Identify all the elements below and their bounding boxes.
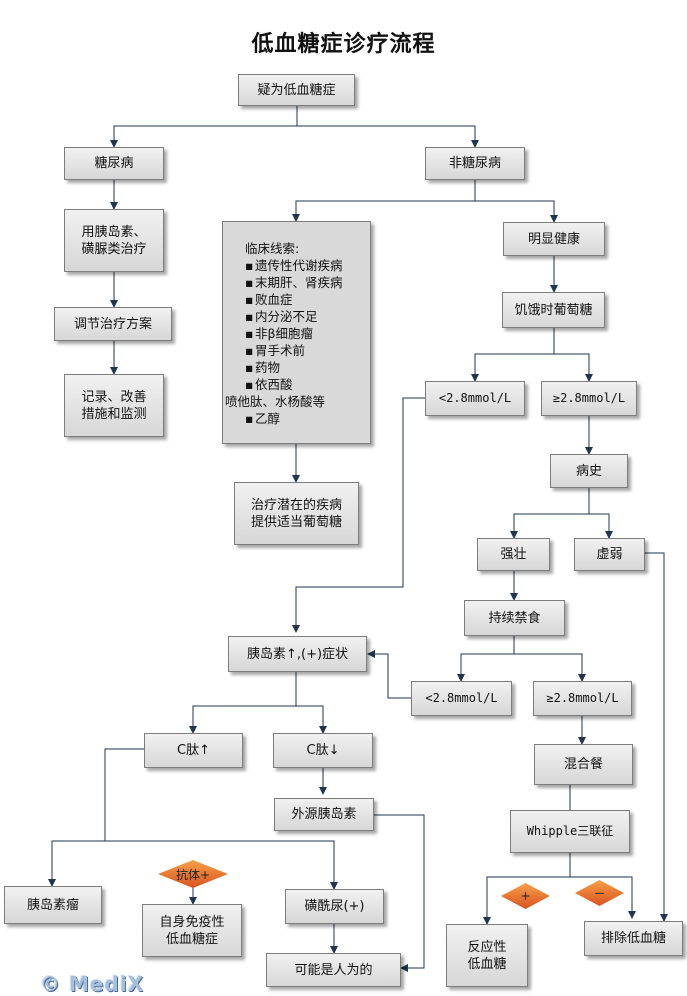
node-insulin-elevated-symptoms: 胰岛素↑,(+)症状 — [228, 636, 367, 672]
node-prolonged-fasting: 持续禁食 — [464, 600, 565, 636]
node-strong: 强壮 — [477, 538, 550, 571]
node-adjust-treatment: 调节治疗方案 — [54, 307, 172, 341]
node-fasting-below-2-8: <2.8mmol/L — [425, 381, 525, 416]
bullet-icon: ▪ — [245, 411, 254, 426]
node-fasting-glucose: 饥饿时葡萄糖 — [502, 292, 605, 328]
bullet-icon: ▪ — [245, 343, 254, 358]
list-item: ▪胃手术前 — [245, 343, 306, 358]
node-non-diabetic: 非糖尿病 — [425, 147, 525, 180]
node-insulin-sulfonylurea-treatment: 用胰岛素、 磺脲类治疗 — [64, 209, 164, 272]
bullet-icon: ▪ — [245, 326, 254, 341]
node-reactive-hypoglycemia: 反应性 低血糖 — [446, 924, 528, 987]
list-item-continuation: 喷他肽、水杨酸等 — [225, 394, 326, 409]
node-exogenous-insulin: 外源胰岛素 — [274, 798, 374, 831]
list-item: ▪败血症 — [245, 292, 293, 307]
node-c-peptide-down: C肽↓ — [273, 733, 373, 768]
node-suspected-hypoglycemia: 疑为低血糖症 — [238, 74, 355, 106]
medix-logo: © MediX — [40, 972, 145, 996]
list-item: ▪末期肝、肾疾病 — [245, 275, 343, 290]
bullet-icon: ▪ — [245, 309, 254, 324]
node-prolonged-below-2-8: <2.8mmol/L — [411, 681, 512, 716]
node-prolonged-above-2-8: ≥2.8mmol/L — [533, 681, 632, 716]
bullet-icon: ▪ — [245, 360, 254, 375]
bullet-icon: ▪ — [245, 292, 254, 307]
node-history: 病史 — [550, 454, 628, 488]
list-item: ▪内分泌不足 — [245, 309, 318, 324]
node-weak: 虚弱 — [574, 538, 645, 571]
clinical-clues-heading: 临床线索: — [245, 241, 300, 256]
bullet-icon: ▪ — [245, 258, 254, 273]
page-title: 低血糖症诊疗流程 — [251, 31, 436, 57]
node-mixed-meal: 混合餐 — [534, 744, 633, 785]
clinical-clues-list: ▪遗传性代谢疾病 ▪末期肝、肾疾病 ▪败血症 ▪内分泌不足 ▪非β细胞瘤 ▪胃手… — [225, 257, 360, 427]
node-fasting-above-2-8: ≥2.8mmol/L — [541, 381, 637, 416]
list-item: ▪乙醇 — [245, 411, 281, 426]
node-c-peptide-up: C肽↑ — [144, 733, 243, 768]
node-diabetic: 糖尿病 — [64, 147, 164, 180]
node-record-improve-monitor: 记录、改善 措施和监测 — [64, 374, 164, 437]
bullet-icon: ▪ — [245, 275, 254, 290]
node-treat-underlying-disease: 治疗潜在的疾病 提供适当葡萄糖 — [234, 482, 359, 545]
list-item: ▪药物 — [245, 360, 281, 375]
list-item: ▪非β细胞瘤 — [245, 326, 313, 341]
node-autoimmune-hypoglycemia: 自身免疫性 低血糖症 — [142, 904, 242, 957]
node-apparently-healthy: 明显健康 — [503, 222, 605, 256]
node-sulfonylurea-positive: 磺酰尿(+) — [285, 889, 384, 924]
node-insulinoma: 胰岛素瘤 — [4, 886, 102, 924]
list-item: ▪遗传性代谢疾病 — [245, 258, 343, 273]
node-exclude-hypoglycemia: 排除低血糖 — [584, 921, 683, 956]
list-item: ▪依西酸 — [245, 377, 293, 392]
node-possibly-factitious: 可能是人为的 — [266, 953, 401, 987]
node-whipple-triad: Whipple三联征 — [510, 810, 630, 853]
clinical-clues-box: 临床线索: ▪遗传性代谢疾病 ▪末期肝、肾疾病 ▪败血症 ▪内分泌不足 ▪非β细… — [222, 221, 371, 444]
bullet-icon: ▪ — [245, 377, 254, 392]
